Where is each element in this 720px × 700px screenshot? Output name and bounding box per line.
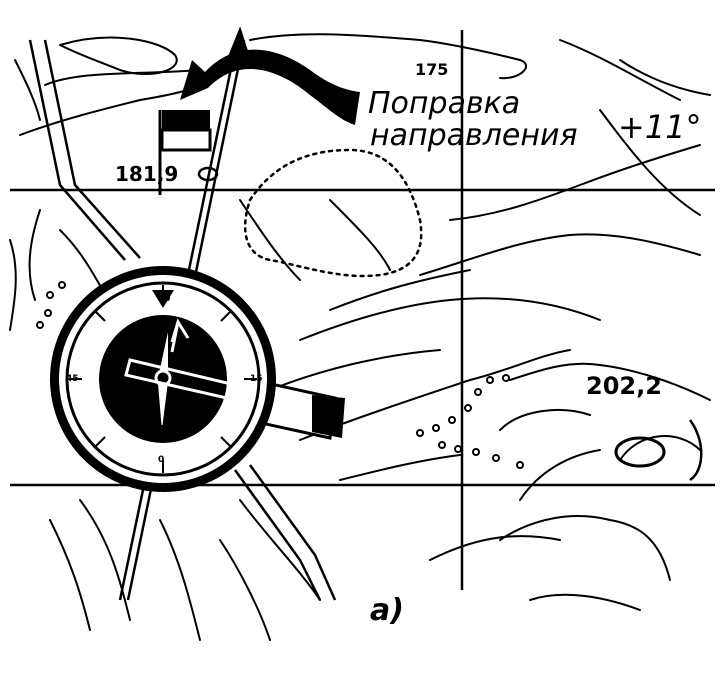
correction-arrow-icon <box>180 49 360 125</box>
forest-markers <box>36 281 524 469</box>
elevation-mark-202 <box>614 436 666 468</box>
compass-tick-45: 45 <box>66 374 79 384</box>
compass-tick-30: 30 <box>158 294 171 304</box>
annotation-value: +11° <box>618 108 702 146</box>
flag-icon <box>158 110 212 195</box>
vegetation-boundary <box>243 148 423 278</box>
compass-tick-15: 15 <box>250 374 263 384</box>
annotation-line2: направления <box>370 118 578 153</box>
figure-label: а) <box>370 593 404 628</box>
annotation-line1: Поправка <box>368 86 521 121</box>
contour-lines <box>9 33 711 641</box>
elevation-label-202: 202,2 <box>586 372 662 400</box>
road <box>28 39 337 601</box>
hill-contour-right <box>688 419 703 482</box>
compass-icon <box>50 266 345 492</box>
elevation-label-175: 175 <box>415 60 449 79</box>
compass-tick-0: 0 <box>158 455 165 465</box>
elevation-label-181: 181,9 <box>115 162 179 186</box>
